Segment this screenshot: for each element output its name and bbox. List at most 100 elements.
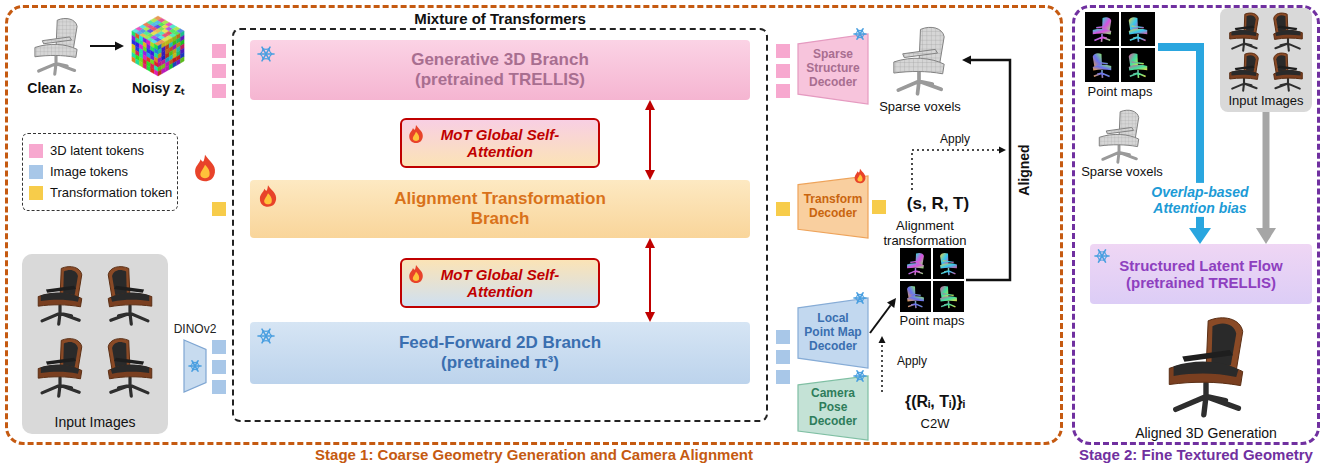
drawing-part	[1275, 30, 1300, 36]
drawing-part	[1230, 31, 1259, 40]
legend-row: 3D latent tokens	[29, 140, 171, 161]
drawing-part	[191, 361, 195, 364]
drawing-part	[856, 374, 857, 377]
drawing-part	[1176, 383, 1239, 414]
chair-figure	[1230, 53, 1259, 91]
drawing-part	[132, 57, 136, 63]
drawing-part	[143, 63, 147, 69]
connector	[649, 248, 651, 312]
chair-figure	[38, 267, 82, 324]
arrow-line	[90, 45, 115, 47]
drawing-part	[108, 293, 152, 306]
drawing-part	[1085, 48, 1119, 82]
drawing-part	[41, 365, 79, 374]
drawing-part	[260, 185, 276, 207]
drawing-part	[1232, 39, 1256, 51]
drawing-part	[266, 56, 271, 60]
drawing-part	[1130, 34, 1146, 42]
decoder-block: Local Point Map Decoder	[798, 298, 868, 368]
drawing-part	[1230, 71, 1259, 80]
annotation-label: Aligned	[1016, 144, 1032, 195]
chair-figure	[940, 253, 957, 275]
drawing-part	[941, 268, 955, 275]
drawing-part	[1211, 324, 1236, 369]
drawing-part	[942, 293, 954, 296]
drawing-part	[857, 371, 863, 381]
drawing-part	[894, 58, 944, 74]
drawing-part	[860, 29, 864, 32]
drawing-part	[266, 48, 271, 52]
drawing-part	[1244, 13, 1258, 35]
drawing-part	[198, 364, 199, 367]
drawing-part	[195, 361, 199, 364]
drawing-part	[165, 65, 169, 71]
node-label: MoT Global Self-Attention	[430, 126, 570, 161]
node-art	[22, 254, 168, 434]
drawing-part	[266, 330, 271, 334]
drawing-part	[111, 378, 148, 397]
drawing-part	[169, 63, 173, 69]
annotation-label: Overlap-based Attention bias	[1144, 183, 1256, 217]
drawing-part	[108, 365, 152, 378]
node-label: Transform Decoder	[801, 193, 865, 221]
drawing-part	[39, 56, 75, 74]
frozen-icon	[258, 47, 274, 61]
drawing-part	[898, 72, 941, 93]
drawing-part	[1129, 29, 1147, 35]
branch-box: Feed-Forward 2D Branch(pretrained π³)	[250, 322, 750, 384]
drawing-part	[1274, 53, 1288, 75]
drawing-part	[114, 358, 144, 365]
connector	[1263, 112, 1270, 228]
drawing-part	[857, 29, 863, 39]
drawing-part	[1103, 145, 1137, 162]
drawing-part	[1275, 39, 1299, 51]
drawing-part	[942, 260, 954, 263]
drawing-part	[63, 270, 78, 297]
chair-figure	[1129, 17, 1147, 41]
drawing-part	[909, 293, 921, 296]
drawing-part	[1106, 127, 1133, 133]
drawing-part	[1274, 71, 1303, 80]
drawing-part	[854, 33, 866, 35]
drawing-part	[1231, 70, 1256, 76]
token-square	[212, 44, 226, 58]
drawing-part	[1231, 30, 1256, 36]
drawing-part	[262, 47, 270, 61]
drawing-part	[108, 339, 130, 373]
drawing-part	[903, 49, 938, 57]
point-map-figure	[1085, 12, 1155, 82]
token-square	[776, 84, 790, 98]
drawing-part	[112, 342, 127, 369]
drawing-part	[860, 371, 864, 374]
node-label: Local Point Map Decoder	[801, 312, 865, 353]
drawing-part	[1093, 29, 1111, 35]
drawing-part	[1244, 53, 1258, 75]
drawing-part	[1085, 12, 1119, 46]
drawing-part	[856, 293, 860, 296]
frozen-icon	[1095, 250, 1109, 262]
token-square	[212, 202, 226, 216]
annotation-label: (s, R, T)	[907, 194, 969, 214]
chair-figure	[108, 267, 152, 324]
drawing-part	[1099, 134, 1138, 146]
chair-figure	[1093, 53, 1111, 77]
chair-figure	[1129, 53, 1147, 77]
drawing-part	[933, 281, 964, 312]
drawing-part	[1095, 61, 1108, 64]
image-panel: Input Images	[22, 254, 168, 434]
block-outline	[798, 376, 868, 440]
chair-figure	[38, 339, 82, 396]
drawing-part	[192, 361, 198, 371]
drawing-part	[46, 358, 76, 365]
drawing-part	[856, 29, 860, 32]
drawing-part	[42, 37, 71, 44]
heading: Stage 1: Coarse Geometry Generation and …	[315, 446, 753, 463]
token-square	[776, 202, 790, 216]
token-square	[872, 200, 886, 214]
token-square	[212, 84, 226, 98]
drawing-part	[173, 61, 177, 67]
drawing-part	[900, 281, 931, 312]
drawing-part	[112, 270, 127, 297]
drawing-part	[855, 169, 866, 183]
